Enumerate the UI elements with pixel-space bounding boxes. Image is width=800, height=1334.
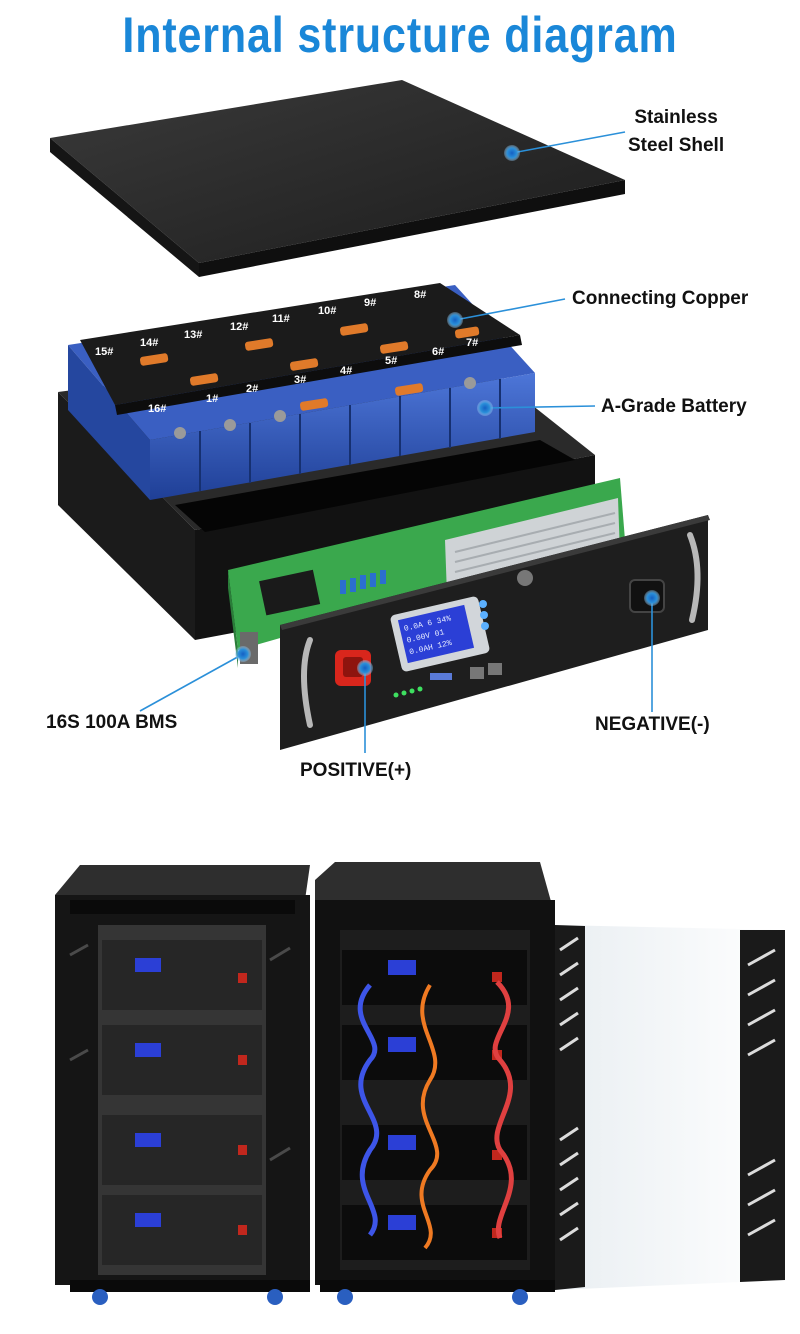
leader-dots bbox=[235, 145, 660, 676]
bms-board bbox=[228, 478, 625, 668]
closed-cabinet bbox=[55, 865, 310, 1305]
page-title: Internal structure diagram bbox=[122, 7, 678, 63]
cell-number-label: 1# bbox=[206, 393, 218, 405]
steel-shell-lid bbox=[50, 80, 625, 277]
cell-number-label: 12# bbox=[230, 321, 248, 333]
cell-number-label: 6# bbox=[432, 346, 444, 358]
front-panel: 0.0A 6 34% 0.00V 01 0.0AH 12% bbox=[280, 515, 710, 750]
stainless-label-line2: Steel Shell bbox=[628, 135, 725, 156]
negative-terminal-label: NEGATIVE(-) bbox=[595, 714, 710, 735]
cell-number-label: 7# bbox=[466, 337, 478, 349]
cell-number-label: 4# bbox=[340, 365, 352, 377]
cell-number-label: 14# bbox=[140, 337, 158, 349]
cell-number-label: 10# bbox=[318, 305, 336, 317]
stainless-label-line1: Stainless bbox=[634, 107, 718, 128]
cell-number-label: 11# bbox=[272, 313, 290, 325]
cell-number-label: 13# bbox=[184, 329, 202, 341]
cell-number-label: 9# bbox=[364, 297, 376, 309]
cell-number-label: 16# bbox=[148, 403, 166, 415]
cell-number-label: 5# bbox=[385, 355, 397, 367]
positive-terminal-label: POSITIVE(+) bbox=[300, 760, 412, 781]
cell-number-label: 15# bbox=[95, 346, 113, 358]
cell-number-label: 8# bbox=[414, 289, 426, 301]
bus-bar-frame bbox=[80, 283, 522, 439]
stainless-steel-shell-label: Stainless Steel Shell bbox=[628, 104, 724, 160]
bms-label: 16S 100A BMS bbox=[46, 712, 178, 733]
glass-door bbox=[555, 925, 785, 1290]
open-cabinet bbox=[315, 862, 555, 1305]
cell-number-label: 2# bbox=[246, 383, 258, 395]
a-grade-battery-label: A-Grade Battery bbox=[601, 396, 747, 417]
cell-number-label: 3# bbox=[294, 374, 306, 386]
connecting-copper-label: Connecting Copper bbox=[572, 288, 749, 309]
